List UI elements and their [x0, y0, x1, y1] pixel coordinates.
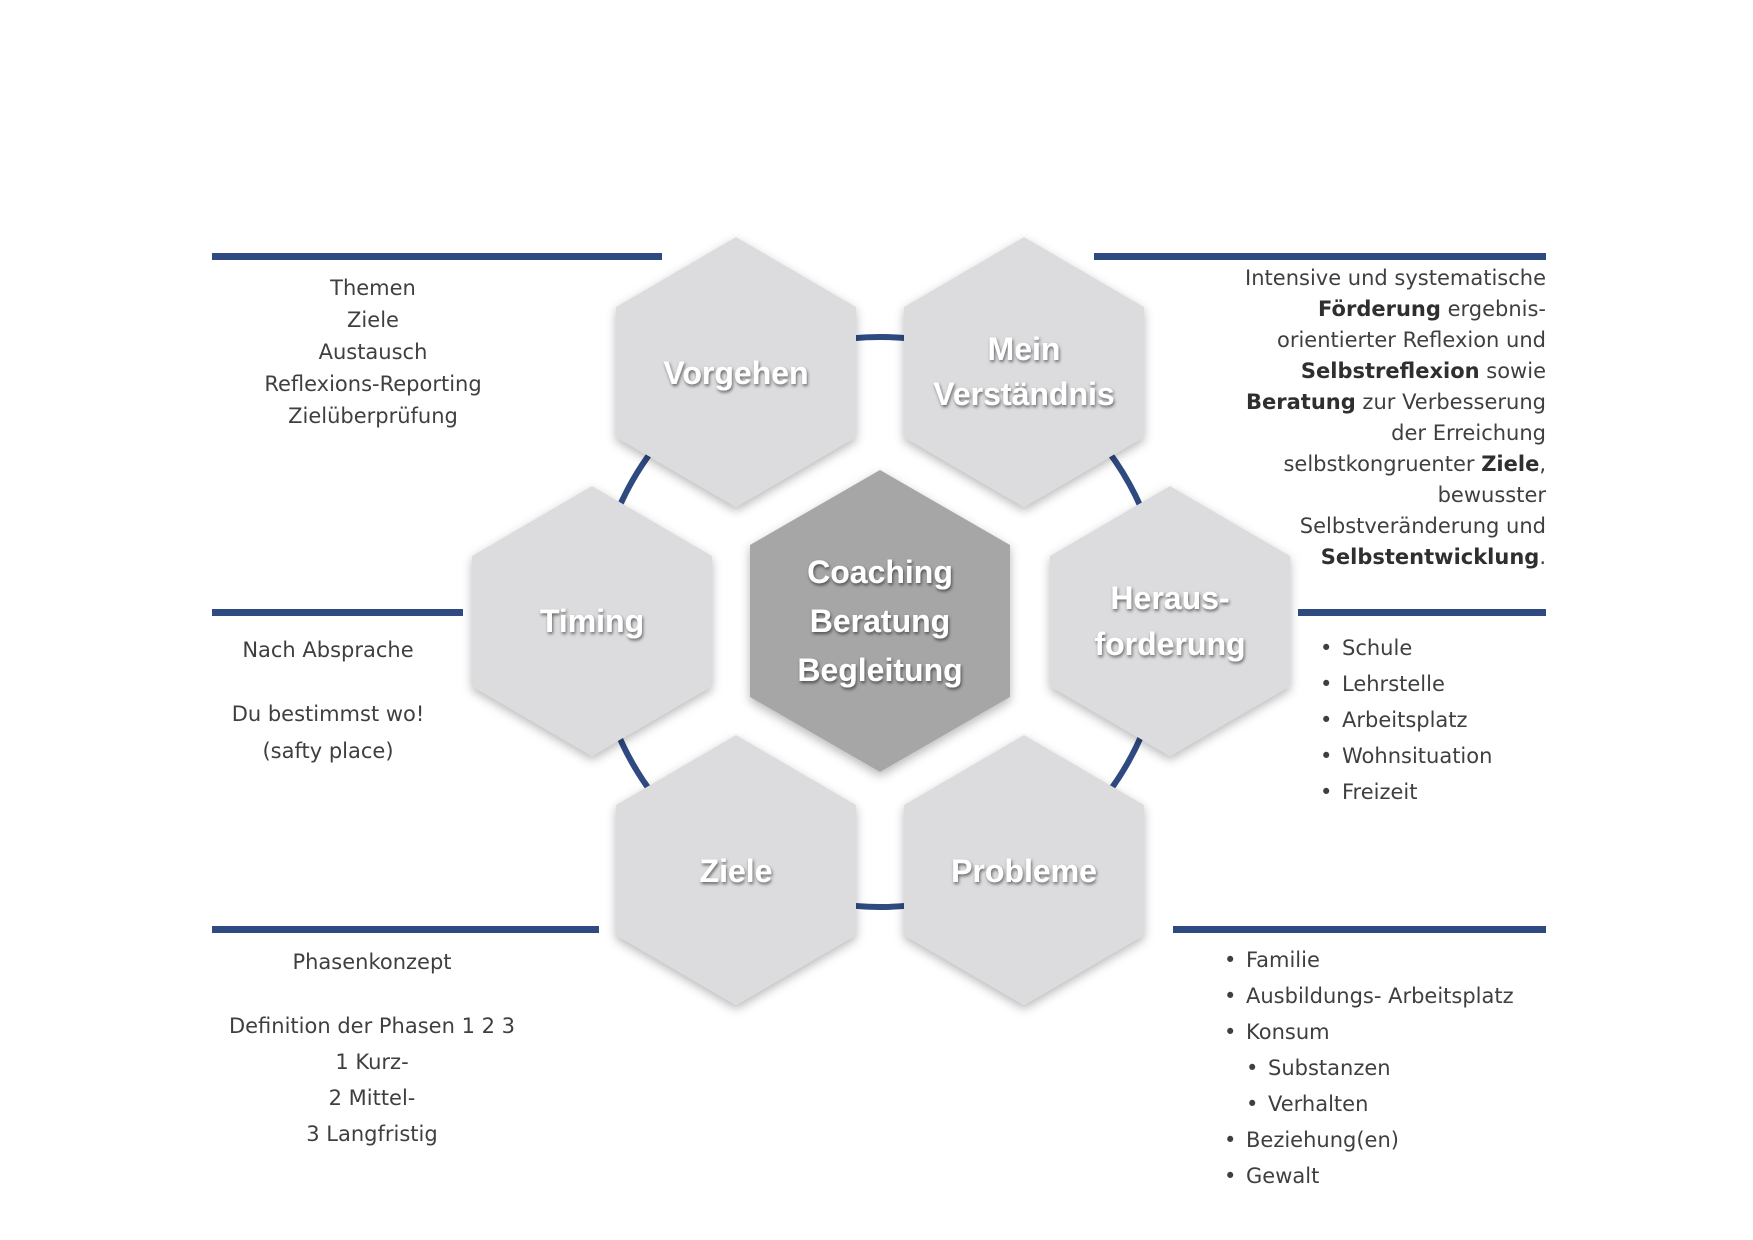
rule-probleme [1173, 926, 1546, 933]
hexagon-center: Coaching Beratung Begleitung [750, 470, 1010, 772]
hexagon-probleme: Probleme [904, 735, 1144, 1005]
hexagon-center-label-1: Coaching [807, 554, 953, 590]
ziele-item: 2 Mittel- [328, 1086, 416, 1110]
panel-probleme: Familie Ausbildungs- Arbeitsplatz Konsum… [1224, 942, 1546, 1194]
rule-ziele [212, 926, 599, 933]
herausforderung-item: Freizeit [1320, 774, 1540, 810]
vorgehen-item: Ziele [347, 308, 399, 332]
probleme-subitem: Substanzen [1246, 1050, 1546, 1086]
vorgehen-item: Themen [330, 276, 416, 300]
rule-verstaendnis [1094, 253, 1546, 260]
vorgehen-item: Zielüberprüfung [288, 404, 458, 428]
hexagon-timing-label: Timing [540, 603, 644, 639]
hexagon-ziele-label: Ziele [700, 853, 773, 889]
hexagon-center-label-3: Begleitung [797, 652, 962, 688]
rule-herausforderung [1298, 609, 1546, 616]
rule-timing [212, 609, 463, 616]
hexagon-ziele: Ziele [616, 735, 856, 1005]
ziele-title: Phasenkonzept [292, 950, 452, 974]
probleme-item: Gewalt [1224, 1158, 1546, 1194]
herausforderung-item: Lehrstelle [1320, 666, 1540, 702]
herausforderung-item: Wohnsituation [1320, 738, 1540, 774]
panel-herausforderung: Schule Lehrstelle Arbeitsplatz Wohnsitua… [1320, 630, 1540, 810]
panel-verstaendnis: Intensive und systematische Förderung er… [1245, 266, 1546, 569]
rule-vorgehen [212, 253, 662, 260]
hexagon-vorgehen: Vorgehen [616, 237, 856, 507]
hexagon-vorgehen-label: Vorgehen [663, 355, 808, 391]
probleme-item: Ausbildungs- Arbeitsplatz [1224, 978, 1546, 1014]
hexagon-center-label-2: Beratung [810, 603, 950, 639]
timing-line: (safty place) [262, 739, 394, 763]
panel-ziele: Phasenkonzept Definition der Phasen 1 2 … [222, 944, 522, 1152]
timing-line: Nach Absprache [242, 638, 414, 662]
hexagon-mein-verstaendnis: Mein Verständnis [904, 237, 1144, 507]
probleme-subitem: Verhalten [1246, 1086, 1546, 1122]
hexagon-herausforderung-label-1: Heraus- [1110, 580, 1229, 616]
ziele-item: 3 Langfristig [306, 1122, 438, 1146]
hexagon-timing: Timing [472, 486, 712, 756]
hexagon-verstaendnis-label-1: Mein [988, 331, 1061, 367]
herausforderung-item: Arbeitsplatz [1320, 702, 1540, 738]
vorgehen-item: Austausch [318, 340, 428, 364]
ziele-definition: Definition der Phasen 1 2 3 [228, 1014, 516, 1038]
timing-line: Du bestimmst wo! [231, 702, 425, 726]
probleme-item: Familie [1224, 942, 1546, 978]
hexagon-probleme-label: Probleme [951, 853, 1097, 889]
panel-vorgehen: Themen Ziele Austausch Reflexions-Report… [262, 272, 484, 432]
panel-timing: Nach Absprache Du bestimmst wo! (safty p… [212, 633, 444, 768]
hexagon-verstaendnis-label-2: Verständnis [933, 376, 1114, 412]
hexagon-herausforderung: Heraus- forderung [1050, 486, 1290, 756]
vorgehen-item: Reflexions-Reporting [264, 372, 482, 396]
herausforderung-item: Schule [1320, 630, 1540, 666]
ziele-item: 1 Kurz- [335, 1050, 409, 1074]
probleme-item: Konsum [1224, 1014, 1546, 1050]
hexagon-herausforderung-label-2: forderung [1094, 626, 1245, 662]
probleme-item: Beziehung(en) [1224, 1122, 1546, 1158]
